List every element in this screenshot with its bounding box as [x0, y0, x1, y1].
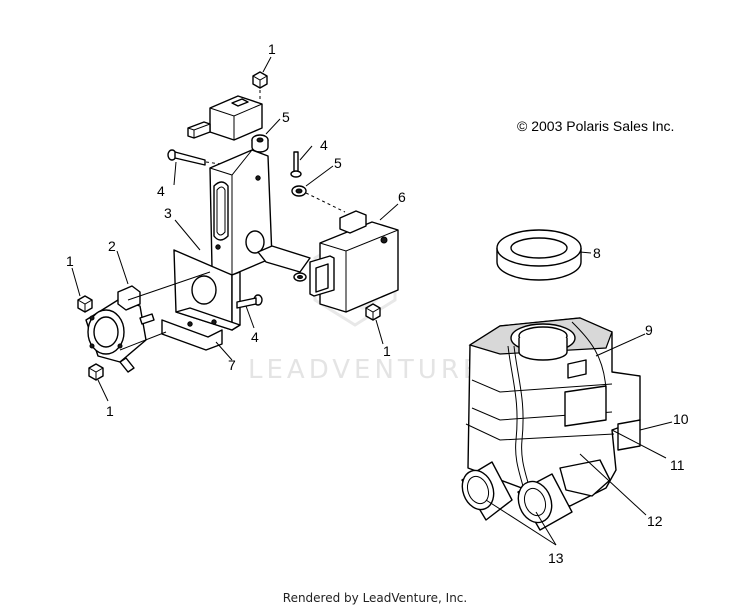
footer-credit: Rendered by LeadVenture, Inc.	[282, 591, 468, 605]
callout-8: 8	[593, 245, 601, 261]
callout-12: 12	[647, 513, 663, 529]
relay-block[interactable]	[187, 95, 263, 141]
nut-left[interactable]	[77, 295, 93, 313]
washer-c[interactable]	[293, 272, 307, 282]
callout-4-lower-bolt: 4	[251, 329, 259, 345]
fuel-pump[interactable]	[85, 285, 155, 373]
bolt-lower[interactable]	[236, 294, 263, 309]
nut-bottom[interactable]	[88, 363, 104, 381]
watermark-text: LEADVENTURE	[248, 355, 483, 385]
callout-13: 13	[548, 550, 564, 566]
callout-6: 6	[398, 189, 406, 205]
callout-3: 3	[164, 205, 172, 221]
cdi-box[interactable]	[309, 210, 399, 313]
nut-right[interactable]	[365, 303, 381, 321]
callout-4-left-bolt: 4	[157, 183, 165, 199]
callout-5-top: 5	[282, 109, 290, 125]
callout-9: 9	[645, 322, 653, 338]
callout-10: 10	[673, 411, 689, 427]
washer-b[interactable]	[291, 185, 307, 197]
airbox[interactable]	[465, 317, 641, 507]
callout-2: 2	[108, 238, 116, 254]
callout-1-right: 1	[383, 343, 391, 359]
callout-1-left: 1	[66, 253, 74, 269]
mounting-bracket[interactable]	[161, 149, 311, 351]
callout-4-vertical-bolt: 4	[320, 137, 328, 153]
copyright-notice: © 2003 Polaris Sales Inc.	[517, 118, 675, 134]
bolt-left[interactable]	[167, 149, 206, 166]
callout-7: 7	[228, 357, 236, 373]
callout-5-washer: 5	[334, 155, 342, 171]
inlet-tube-right[interactable]	[513, 473, 573, 531]
callout-1-bottom: 1	[106, 403, 114, 419]
inlet-tube-left[interactable]	[457, 461, 513, 521]
callout-1-top: 1	[268, 41, 276, 57]
bolt-vertical[interactable]	[290, 151, 302, 178]
callout-11: 11	[670, 457, 685, 473]
nut-top[interactable]	[252, 71, 268, 89]
leader-lines	[71, 56, 673, 546]
foam-ring[interactable]	[496, 229, 582, 281]
bushing-top[interactable]	[251, 134, 269, 153]
